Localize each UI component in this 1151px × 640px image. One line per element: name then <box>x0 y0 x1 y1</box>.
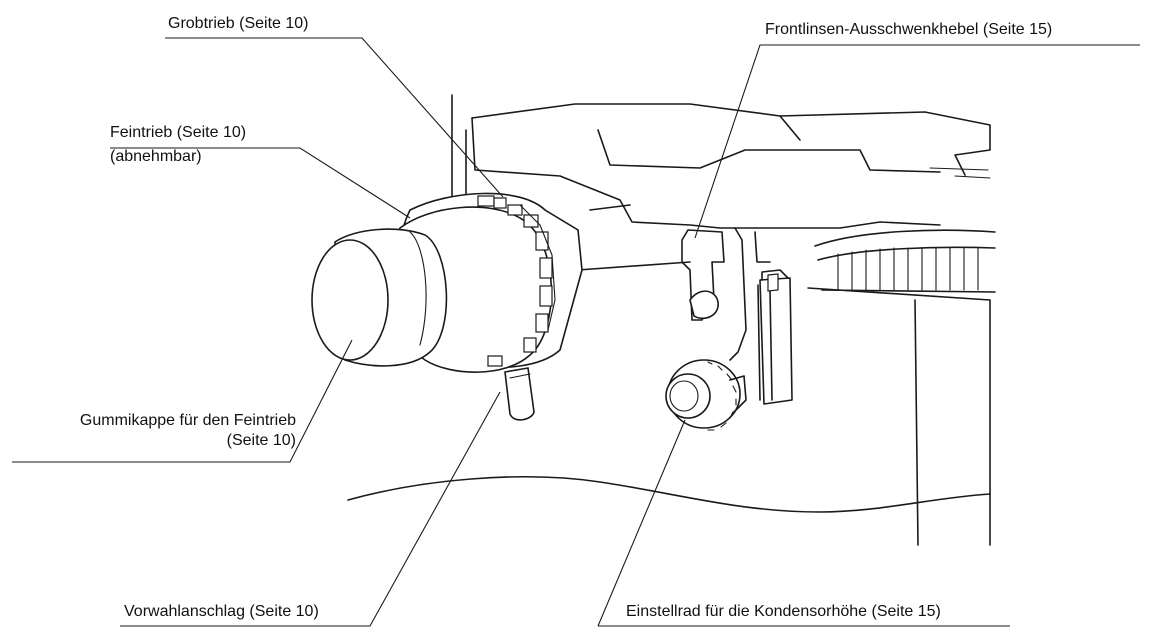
label-gummikappe: Gummikappe für den Feintrieb (Seite 10) <box>10 411 296 451</box>
label-frontlinsen: Frontlinsen-Ausschwenkhebel (Seite 15) <box>765 20 1052 40</box>
label-gummikappe-line1: Gummikappe für den Feintrieb <box>79 412 296 429</box>
label-grobtrieb-text: Grobtrieb (Seite 10) <box>168 15 309 32</box>
condenser-knob <box>665 359 747 431</box>
label-grobtrieb: Grobtrieb (Seite 10) <box>168 14 309 34</box>
label-einstellrad-text: Einstellrad für die Kondensorhöhe (Seite… <box>626 603 941 620</box>
label-vorwahlanschlag-text: Vorwahlanschlag (Seite 10) <box>124 603 319 620</box>
preselection-stop <box>504 367 535 421</box>
label-vorwahlanschlag: Vorwahlanschlag (Seite 10) <box>124 602 319 622</box>
base-curve <box>347 476 991 513</box>
label-einstellrad: Einstellrad für die Kondensorhöhe (Seite… <box>626 602 941 622</box>
label-feintrieb: Feintrieb (Seite 10) (abnehmbar) <box>110 123 246 167</box>
label-gummikappe-line2: (Seite 10) <box>226 432 296 449</box>
fine-focus-knob <box>311 228 448 367</box>
label-frontlinsen-text: Frontlinsen-Ausschwenkhebel (Seite 15) <box>765 21 1053 38</box>
label-feintrieb-text: Feintrieb (Seite 10) <box>110 124 247 141</box>
label-feintrieb-note: (abnehmbar) <box>110 148 202 165</box>
leader-lines <box>12 37 1140 627</box>
condenser-bracket <box>681 227 793 405</box>
stage-gear <box>814 229 996 293</box>
microscope-body <box>451 94 991 546</box>
